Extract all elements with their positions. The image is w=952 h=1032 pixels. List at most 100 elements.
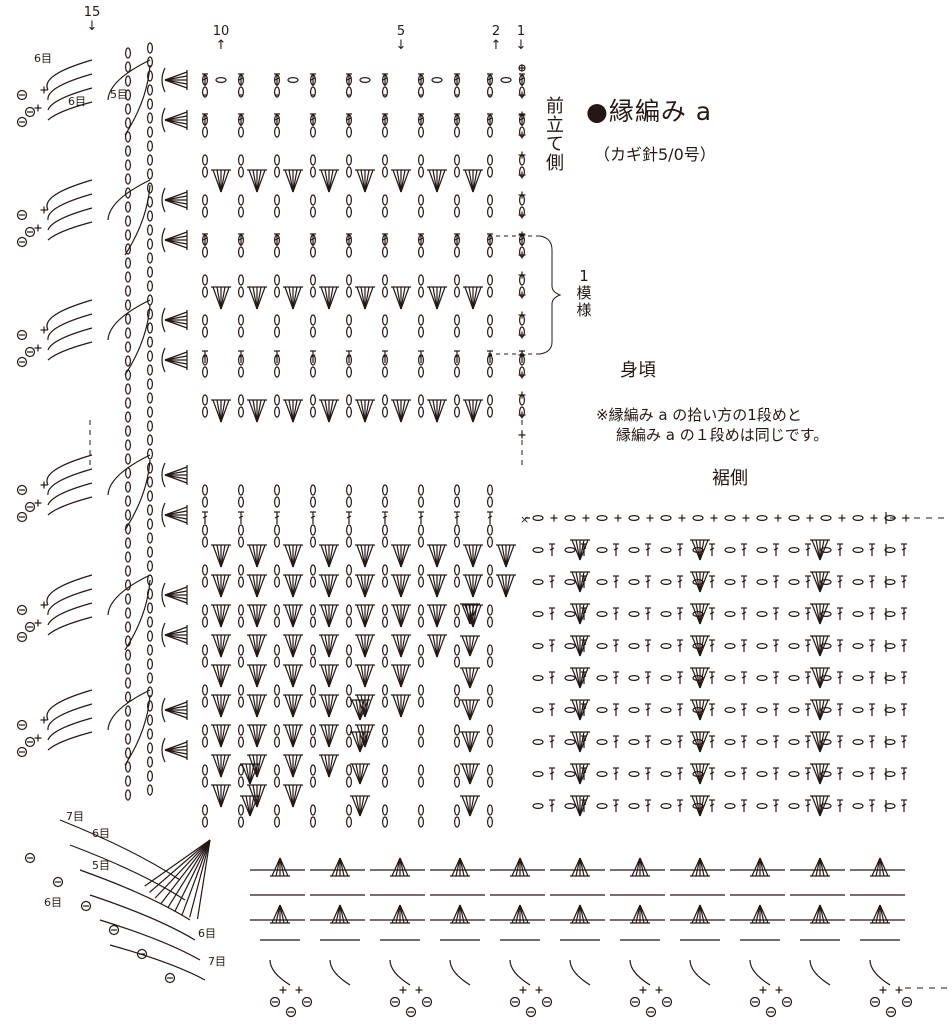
- chain-stitch: [147, 742, 154, 754]
- chain-stitch: [487, 656, 494, 668]
- shell-stitch-stroke: [328, 664, 334, 688]
- chain-stitch: [274, 576, 281, 588]
- chain-stitch: [346, 394, 353, 406]
- chain-stitch: [147, 406, 154, 418]
- chain-stitch: [274, 644, 281, 656]
- chain-stitch: [202, 564, 209, 576]
- shell-stitch-stroke: [220, 694, 226, 718]
- chain-stitch: [756, 610, 768, 617]
- stitch-count-label: 5目: [110, 88, 128, 101]
- double-crochet: [677, 739, 683, 743]
- stitch-count-label: 7目: [66, 810, 84, 823]
- shell-stitch-stroke: [220, 544, 230, 568]
- double-crochet: [519, 77, 525, 81]
- shell-stitch-stroke: [164, 199, 188, 209]
- double-crochet: [202, 77, 208, 81]
- chain-stitch: [454, 696, 461, 708]
- shell-stitch-stroke: [579, 731, 589, 753]
- chain-stitch: [147, 168, 154, 180]
- shell-stitch-stroke: [571, 635, 581, 657]
- shell-stitch-stroke: [400, 664, 410, 688]
- chain-stitch: [788, 802, 800, 809]
- chain-loop: [124, 459, 151, 531]
- double-crochet: [549, 803, 555, 807]
- shell-stitch-stroke: [164, 235, 188, 241]
- shell-stitch: [161, 227, 188, 253]
- double-crochet: [487, 237, 493, 241]
- shell-stitch-stroke: [464, 169, 474, 193]
- shell-stitch: [161, 307, 188, 333]
- chain-stitch: [382, 166, 389, 178]
- chain-stitch: [346, 684, 353, 696]
- chain-stitch: [274, 764, 281, 776]
- shell-stitch-stroke: [579, 667, 589, 689]
- shell-stitch-stroke: [328, 574, 334, 598]
- shell-stitch: [355, 574, 375, 598]
- chain-stitch: [418, 206, 425, 218]
- shell-stitch-stroke: [164, 474, 188, 480]
- shell-stitch-stroke: [284, 754, 294, 778]
- chain-stitch: [724, 578, 736, 585]
- double-crochet: [645, 803, 651, 807]
- double-crochet: [901, 675, 907, 679]
- repeat-bracket: [539, 235, 562, 355]
- shell-stitch: [427, 286, 447, 310]
- chain-stitch: [564, 578, 576, 585]
- chain-stitch: [202, 496, 209, 508]
- shell-stitch-stroke: [328, 694, 338, 718]
- double-crochet: [869, 739, 875, 743]
- chain-stitch: [274, 366, 281, 378]
- shell-stitch-stroke: [292, 544, 298, 568]
- picot: [108, 924, 120, 936]
- shell-stitch-stroke: [339, 904, 345, 924]
- chain-stitch: [532, 738, 544, 745]
- picot: [16, 511, 28, 523]
- shell-stitch: [690, 603, 710, 625]
- picot: [16, 746, 28, 758]
- shell-stitch-stroke: [324, 664, 330, 688]
- shell-stitch-stroke: [432, 604, 438, 628]
- shell-stitch-stroke: [249, 763, 255, 785]
- shell-stitch-stroke: [220, 574, 230, 598]
- chain-stitch: [147, 602, 154, 614]
- chain-stitch: [124, 747, 131, 759]
- chain-stitch: [596, 642, 608, 649]
- chain-stitch: [820, 514, 832, 521]
- chain-stitch: [487, 616, 494, 628]
- chain-stitch: [596, 770, 608, 777]
- shell-stitch-stroke: [212, 724, 222, 748]
- double-crochet: [645, 643, 651, 647]
- double-crochet: [202, 354, 208, 358]
- shell-stitch-stroke: [428, 604, 438, 628]
- shell-stitch-stroke: [691, 667, 701, 689]
- shell-stitch-stroke: [216, 634, 222, 658]
- chain-stitch: [124, 425, 131, 437]
- shell-stitch-stroke: [271, 857, 281, 877]
- chain-stitch: [238, 496, 245, 508]
- stitch-count-label: 6目: [92, 827, 110, 840]
- shell-stitch-stroke: [751, 904, 761, 924]
- shell-stitch-stroke: [359, 763, 365, 785]
- shell-stitch-stroke: [220, 634, 226, 658]
- chain-stitch: [487, 86, 494, 98]
- double-crochet: [869, 611, 875, 615]
- shell-stitch-stroke: [256, 399, 266, 423]
- double-crochet: [741, 547, 747, 551]
- picot: [164, 972, 176, 984]
- chain-stitch: [202, 166, 209, 178]
- chain-stitch: [147, 700, 154, 712]
- shell-stitch-stroke: [436, 286, 442, 310]
- chain-stitch: [202, 816, 209, 828]
- shell-stitch-stroke: [356, 604, 366, 628]
- double-crochet: [741, 643, 747, 647]
- shell-stitch-stroke: [164, 630, 188, 636]
- shell-stitch-stroke: [395, 857, 401, 877]
- chain-stitch: [202, 286, 209, 298]
- shell-stitch-stroke: [511, 904, 521, 924]
- chain-loop: [47, 468, 93, 496]
- chain-stitch: [124, 663, 131, 675]
- shell-stitch-stroke: [364, 664, 370, 688]
- shell-stitch-stroke: [811, 699, 821, 721]
- shell-stitch-stroke: [699, 795, 705, 817]
- shell-stitch-stroke: [279, 904, 285, 924]
